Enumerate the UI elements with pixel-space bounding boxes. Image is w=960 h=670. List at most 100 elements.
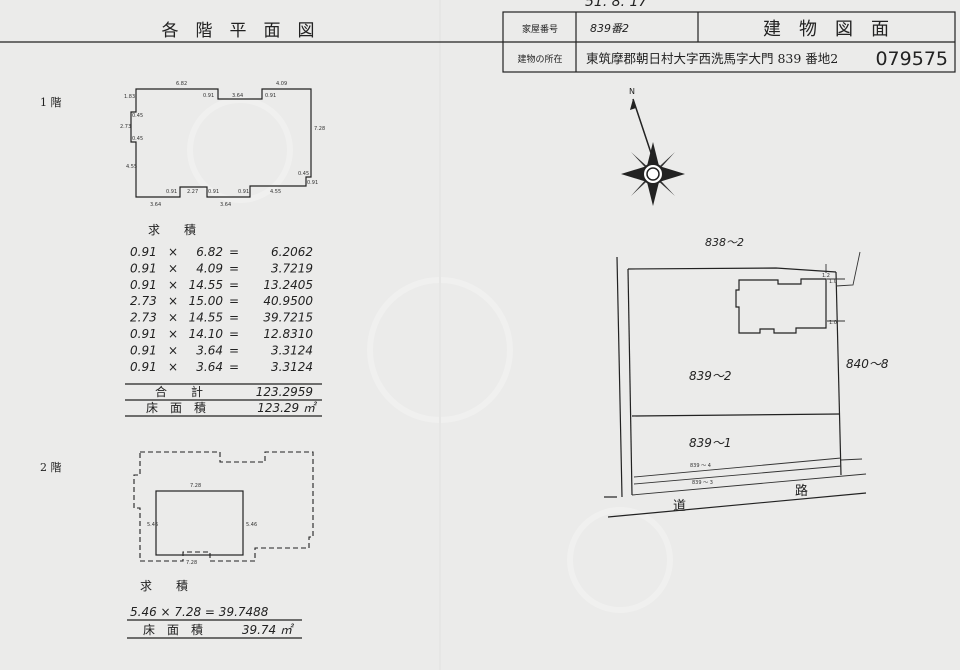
- total-value: 123.2959: [256, 385, 313, 399]
- floor1-area-calculation: 求 積 0.91×6.82=6.20620.91×4.09=3.72190.91…: [130, 222, 313, 374]
- equals-sign: =: [229, 261, 239, 275]
- calc-factor-b: 6.82: [196, 245, 223, 259]
- road-label-2: 路: [795, 483, 808, 499]
- calc-factor-a: 0.91: [130, 278, 157, 292]
- floor2-floor-area-value: 39.74 ㎡: [242, 623, 295, 637]
- svg-text:0.45: 0.45: [132, 113, 143, 119]
- svg-text:0.91: 0.91: [238, 189, 249, 195]
- calc-factor-b: 14.55: [189, 311, 223, 325]
- lot-label-839-2: 839〜2: [689, 369, 732, 383]
- calc-result: 39.7215: [263, 311, 313, 325]
- floor1-outline: [130, 88, 312, 198]
- lot-label-840-8: 840〜8: [846, 357, 889, 371]
- road-label-1: 道: [673, 499, 686, 514]
- lot-label-839-1: 839〜1: [689, 436, 732, 450]
- floor2-dimensions: 7.28 5.46 5.46 7.28: [147, 483, 257, 566]
- svg-text:6.82: 6.82: [176, 81, 187, 87]
- calc-factor-a: 0.91: [130, 343, 157, 357]
- svg-text:5.46: 5.46: [246, 522, 257, 528]
- calc-result: 12.8310: [263, 327, 313, 341]
- times-sign: ×: [168, 278, 178, 292]
- calc-factor-b: 15.00: [189, 294, 224, 308]
- svg-text:4.55: 4.55: [126, 164, 137, 170]
- equals-sign: =: [229, 327, 239, 341]
- equals-sign: =: [229, 360, 239, 374]
- watermark-pattern: [187, 0, 673, 670]
- header-table: 家屋番号 839番2 建 物 図 面 建物の所在 東筑摩郡朝日村大字西洗馬字大門…: [502, 11, 956, 73]
- svg-text:0.91: 0.91: [307, 180, 318, 186]
- location-label: 建物の所在: [517, 53, 562, 65]
- calc-factor-a: 0.91: [130, 327, 157, 341]
- floor-area-value: 123.29 ㎡: [257, 401, 318, 415]
- equals-sign: =: [229, 278, 239, 292]
- house-number-value: 839番2: [590, 22, 629, 35]
- calc-result: 3.7219: [271, 261, 313, 275]
- lot-label-838-2: 838〜2: [705, 236, 744, 249]
- calc-factor-b: 3.64: [196, 360, 223, 374]
- times-sign: ×: [168, 360, 178, 374]
- times-sign: ×: [168, 327, 178, 341]
- calc-factor-a: 2.73: [130, 294, 157, 308]
- times-sign: ×: [168, 311, 178, 325]
- svg-text:7.28: 7.28: [186, 560, 197, 566]
- equals-sign: =: [229, 311, 239, 325]
- floor2-floor-area-label: 床 面 積: [143, 622, 203, 637]
- svg-text:3.64: 3.64: [220, 202, 231, 208]
- svg-text:4.55: 4.55: [270, 189, 281, 195]
- calc-result: 40.9500: [263, 294, 313, 308]
- svg-text:0.91: 0.91: [208, 189, 219, 195]
- equals-sign: =: [229, 343, 239, 357]
- floor2-label: 2 階: [40, 460, 62, 474]
- svg-text:1.83: 1.83: [124, 94, 135, 100]
- svg-text:3.64: 3.64: [232, 93, 243, 99]
- svg-text:2.27: 2.27: [187, 189, 198, 195]
- svg-text:0.91: 0.91: [166, 189, 177, 195]
- floor1-totals: 合 計 123.2959 床 面 積 123.29 ㎡: [125, 383, 322, 417]
- north-compass-icon: N: [621, 87, 685, 206]
- document-number: 079575: [875, 48, 948, 70]
- times-sign: ×: [168, 245, 178, 259]
- times-sign: ×: [168, 343, 178, 357]
- house-number-label: 家屋番号: [522, 23, 558, 35]
- calc-factor-a: 0.91: [130, 261, 157, 275]
- svg-text:7.28: 7.28: [190, 483, 201, 489]
- calc-factor-a: 0.91: [130, 245, 157, 259]
- svg-text:0.45: 0.45: [298, 171, 309, 177]
- floor2-outline: [155, 490, 244, 556]
- svg-text:0.91: 0.91: [203, 93, 214, 99]
- handwritten-date: 51. 8. 17: [585, 0, 647, 10]
- svg-text:4.09: 4.09: [276, 81, 287, 87]
- calc-result: 3.3124: [271, 360, 313, 374]
- calc-factor-b: 4.09: [196, 261, 223, 275]
- svg-text:3.64: 3.64: [150, 202, 161, 208]
- sheet-title-floor-plans: 各 階 平 面 図: [162, 21, 315, 41]
- calc-factor-a: 2.73: [130, 311, 157, 325]
- svg-text:7.28: 7.28: [314, 126, 325, 132]
- total-label: 合 計: [155, 384, 203, 399]
- svg-text:1.0: 1.0: [829, 320, 837, 326]
- floor1-dimensions: 6.82 4.09 0.91 3.64 0.91 1.83 0.45 2.73 …: [120, 81, 325, 208]
- lot-label-839-4: 839 〜 4: [690, 463, 711, 469]
- svg-text:1.2: 1.2: [822, 273, 830, 279]
- calc-heading: 求 積: [148, 222, 196, 237]
- calc-factor-a: 0.91: [130, 360, 157, 374]
- svg-text:1.0: 1.0: [829, 279, 837, 285]
- svg-text:N: N: [629, 87, 635, 96]
- floor-area-label: 床 面 積: [146, 400, 206, 415]
- equals-sign: =: [229, 294, 239, 308]
- svg-text:0.45: 0.45: [132, 136, 143, 142]
- calc-result: 3.3124: [271, 343, 313, 357]
- svg-text:0.91: 0.91: [265, 93, 276, 99]
- lot-label-839-3: 839 〜 3: [692, 480, 713, 486]
- svg-text:5.46: 5.46: [147, 522, 158, 528]
- floor2-formula: 5.46 × 7.28 = 39.7488: [130, 605, 269, 619]
- svg-text:2.73: 2.73: [120, 124, 131, 130]
- calc-factor-b: 14.55: [189, 278, 223, 292]
- calc-factor-b: 14.10: [189, 327, 224, 341]
- equals-sign: =: [229, 245, 239, 259]
- floor2-calc-heading: 求 積: [140, 578, 188, 593]
- times-sign: ×: [168, 261, 178, 275]
- site-building-footprint: [735, 278, 827, 334]
- floor1-label: 1 階: [40, 95, 62, 109]
